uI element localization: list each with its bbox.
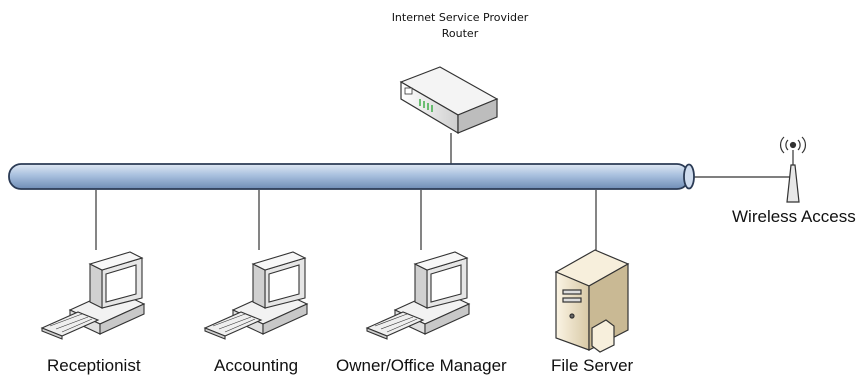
connector-lines xyxy=(95,133,790,250)
desktop-computer-icon xyxy=(366,251,470,340)
router-icon xyxy=(399,66,499,135)
router-label: Internet Service Provider Router xyxy=(380,10,540,42)
desktop-computer-icon xyxy=(204,251,308,340)
file-server-label: File Server xyxy=(551,356,634,375)
wireless-antenna-icon xyxy=(780,136,806,203)
router-label-line1: Internet Service Provider xyxy=(391,11,529,24)
router-label-line2: Router xyxy=(441,27,479,40)
receptionist-label: Receptionist xyxy=(47,356,141,375)
wireless-access-label: Wireless Access xyxy=(732,207,856,226)
file-server-icon xyxy=(554,249,630,353)
desktop-computer-icon xyxy=(41,251,145,340)
owner-office-manager-label: Owner/Office Manager xyxy=(336,356,507,375)
accounting-label: Accounting xyxy=(214,356,299,375)
network-bus xyxy=(8,163,695,190)
